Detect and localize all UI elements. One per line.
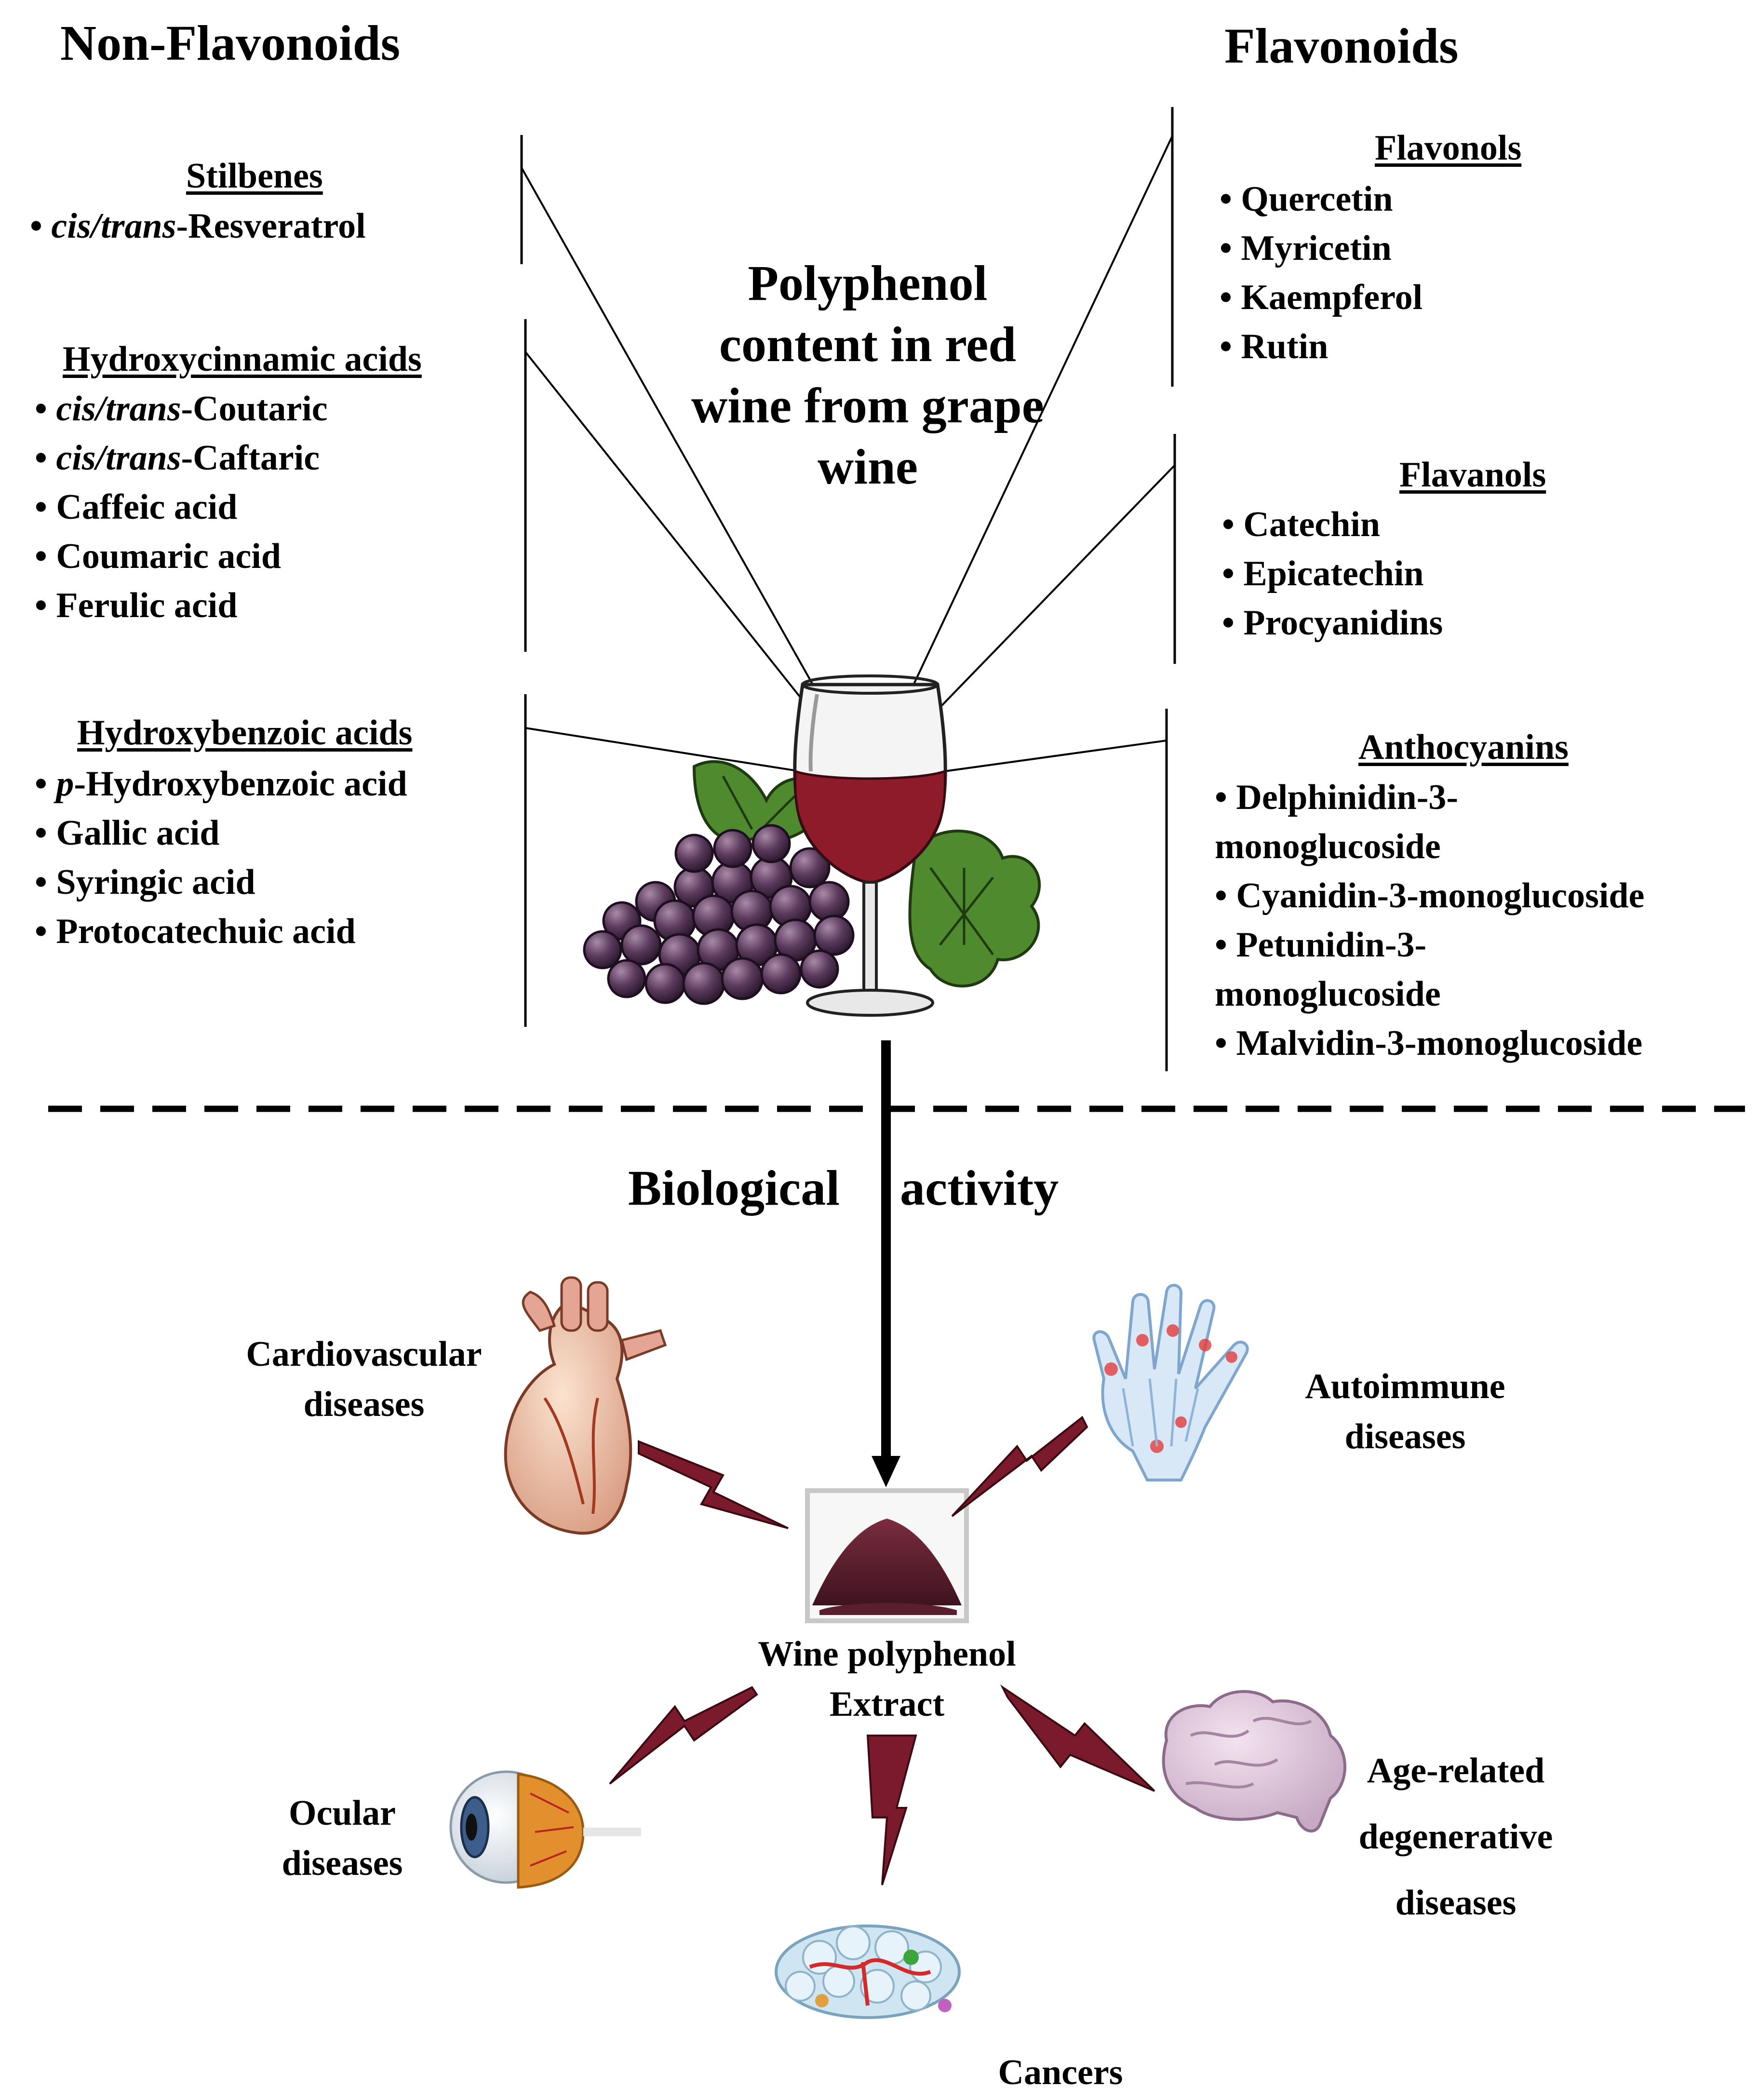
wine-glass-icon <box>793 674 947 1017</box>
cardio-label: Cardiovascular diseases <box>246 1334 482 1424</box>
list-item: • Caffeic acid <box>35 487 238 527</box>
flavonols-title: Flavonols <box>1375 128 1522 168</box>
biological-label: Biological <box>628 1160 840 1216</box>
center-title: Polyphenol content in red wine from grap… <box>691 256 1044 495</box>
list-item: • cis/trans-Coutaric <box>35 389 328 429</box>
hydroxycinnamic-list: • cis/trans-Coutaric • cis/trans-Caftari… <box>35 384 328 630</box>
list-item: • Protocatechuic acid <box>35 912 356 951</box>
stilbenes-list: • cis/trans-Resveratrol <box>30 202 366 251</box>
list-item: • Syringic acid <box>35 862 255 902</box>
bolt-ocular <box>609 1686 758 1785</box>
list-item: • Kaempferol <box>1220 278 1423 317</box>
list-item: • cis/trans-Resveratrol <box>30 206 366 246</box>
bolt-cardio <box>638 1440 789 1529</box>
down-arrow <box>872 1040 900 1487</box>
list-item: • Petunidin-3- <box>1215 925 1427 965</box>
flavonoids-header: Flavonoids <box>1224 18 1459 74</box>
extract-label: Wine polyphenol Extract <box>758 1634 1016 1724</box>
heart-icon <box>504 1276 667 1535</box>
powder-icon <box>805 1488 969 1623</box>
hydroxybenzoic-title: Hydroxybenzoic acids <box>77 713 413 753</box>
list-item: • Delphinidin-3- <box>1215 778 1458 817</box>
activity-label: activity <box>900 1160 1059 1216</box>
list-item: • Rutin <box>1220 327 1329 366</box>
list-item: • p-Hydroxybenzoic acid <box>35 764 407 804</box>
non-flavonoids-header: Non-Flavonoids <box>60 15 401 71</box>
autoimmune-label: Autoimmune diseases <box>1305 1367 1505 1456</box>
tumor-cells-icon <box>775 1925 961 2019</box>
list-item: • Epicatechin <box>1222 554 1424 593</box>
list-item: • Catechin <box>1222 505 1381 544</box>
list-item: monoglucoside <box>1215 974 1441 1014</box>
hydroxybenzoic-list: • p-Hydroxybenzoic acid • Gallic acid • … <box>35 759 407 956</box>
list-item: • Quercetin <box>1220 179 1393 219</box>
flavanols-list: • Catechin • Epicatechin • Procyanidins <box>1222 500 1443 647</box>
anthocyanins-title: Anthocyanins <box>1358 727 1569 767</box>
bolt-cancer <box>866 1735 917 1885</box>
list-item: • Myricetin <box>1220 229 1392 268</box>
list-item: • cis/trans-Caftaric <box>35 438 320 478</box>
bolt-age <box>1000 1684 1155 1792</box>
cancer-label: Cancers <box>998 2053 1123 2092</box>
eye-icon <box>449 1770 641 1889</box>
list-item: monoglucoside <box>1215 827 1441 866</box>
hydroxycinnamic-title: Hydroxycinnamic acids <box>63 339 422 379</box>
list-item: • Malvidin-3-monoglucoside <box>1215 1023 1643 1063</box>
bolt-autoimmune <box>951 1415 1088 1517</box>
list-item: • Gallic acid <box>35 813 220 853</box>
list-item: • Procyanidins <box>1222 603 1443 643</box>
anthocyanins-list: • Delphinidin-3- monoglucoside • Cyanidi… <box>1215 773 1644 1068</box>
list-item: • Ferulic acid <box>35 586 238 625</box>
flavonols-list: • Quercetin • Myricetin • Kaempferol • R… <box>1220 175 1423 371</box>
age-label: Age-related degenerative diseases <box>1358 1751 1553 1923</box>
list-item: • Cyanidin-3-monoglucoside <box>1215 876 1645 915</box>
right-brackets <box>1165 107 1176 1071</box>
stilbenes-title: Stilbenes <box>186 156 323 196</box>
lightning-bolts <box>609 1415 1155 1885</box>
left-brackets <box>520 135 527 1027</box>
brain-icon <box>1162 1690 1346 1833</box>
flavanols-title: Flavanols <box>1399 455 1546 495</box>
list-item: • Coumaric acid <box>35 537 281 576</box>
ocular-label: Ocular diseases <box>282 1793 403 1883</box>
hand-icon <box>1092 1284 1249 1481</box>
